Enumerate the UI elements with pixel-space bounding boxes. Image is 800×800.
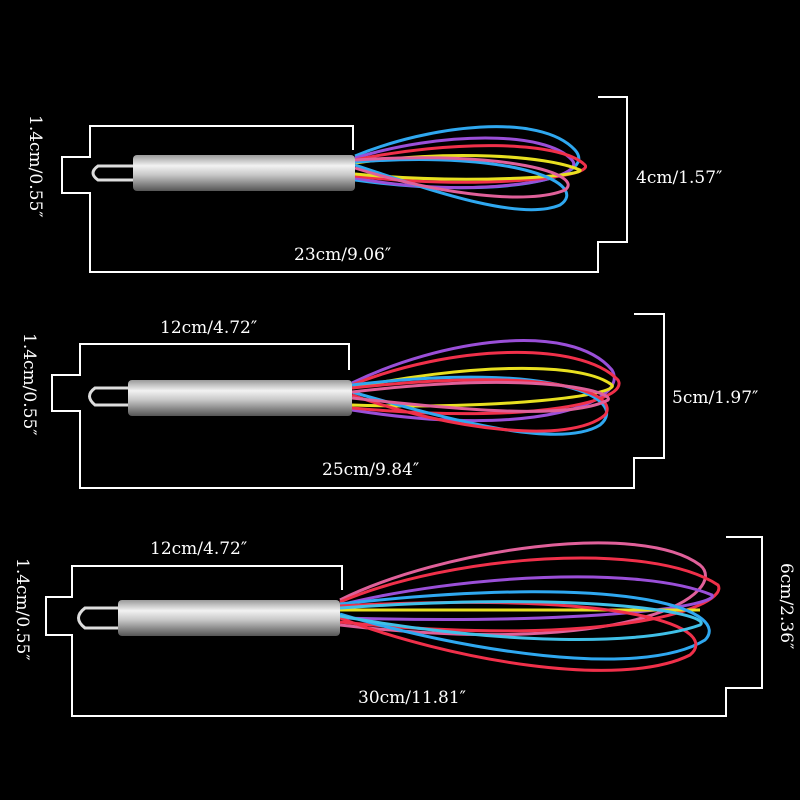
whisk-medium-hanging-loop bbox=[88, 386, 128, 407]
whisk-small-handle-width-label: 1.4cm/0.55″ bbox=[25, 115, 45, 218]
whisk-medium bbox=[51, 313, 665, 489]
whisk-small-head-height-label: 4cm/1.57″ bbox=[636, 168, 723, 188]
whisk-large-handle-width-label: 1.4cm/0.55″ bbox=[12, 558, 32, 661]
whisk-medium-total-length-label: 25cm/9.84″ bbox=[322, 460, 420, 480]
whisk-large-dimension-outline bbox=[45, 536, 763, 717]
whisk-medium-wires bbox=[351, 339, 621, 436]
whisk-large-head-height-label: 6cm/2.36″ bbox=[776, 563, 796, 650]
whisk-large bbox=[45, 536, 763, 717]
whisk-small-hanging-loop bbox=[91, 164, 133, 182]
whisk-medium-handle bbox=[128, 380, 352, 416]
whisk-small bbox=[61, 96, 628, 273]
whisk-small-total-length-label: 23cm/9.06″ bbox=[294, 245, 392, 265]
whisk-small-dimension-outline bbox=[61, 96, 628, 273]
whisk-medium-head-height-label: 5cm/1.97″ bbox=[672, 388, 759, 408]
whisk-large-wires bbox=[339, 541, 721, 672]
whisk-large-total-length-label: 30cm/11.81″ bbox=[358, 688, 467, 708]
whisk-small-wires bbox=[354, 125, 587, 212]
whisk-medium-handle-width-label: 1.4cm/0.55″ bbox=[19, 333, 39, 436]
whisk-large-handle bbox=[118, 600, 340, 636]
whisk-medium-handle-length-label: 12cm/4.72″ bbox=[160, 318, 258, 338]
whisk-large-hanging-loop bbox=[77, 606, 118, 630]
whisk-small-handle bbox=[133, 155, 355, 191]
whisk-medium-dimension-outline bbox=[51, 313, 665, 489]
whisk-large-handle-length-label: 12cm/4.72″ bbox=[150, 539, 248, 559]
